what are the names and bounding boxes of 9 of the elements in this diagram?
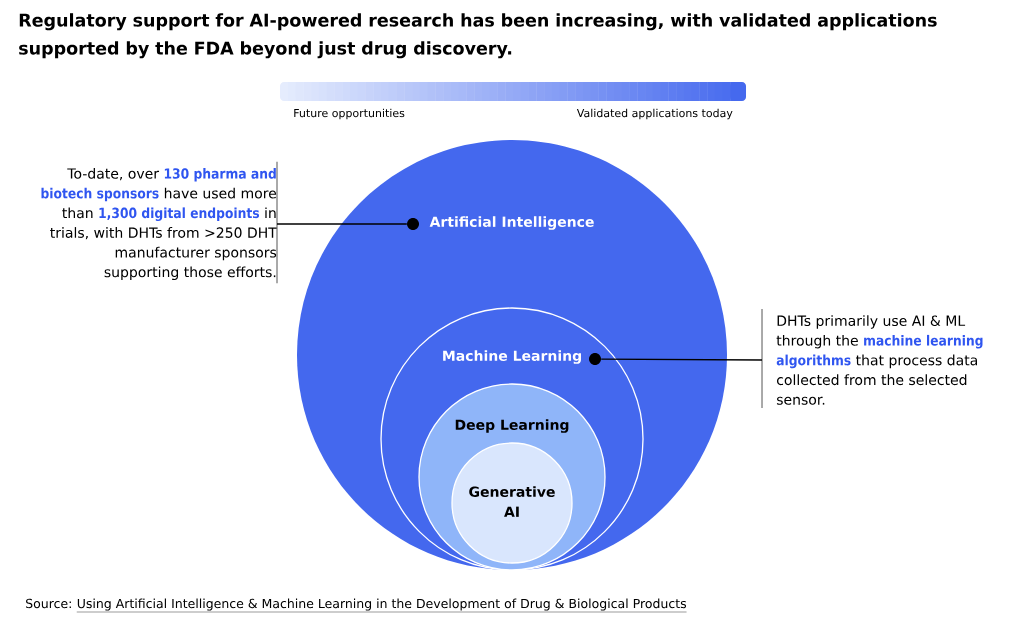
source-link: Using Artificial Intelligence & Machine Learning in the Development of Drug & Biological Products <box>76 598 687 613</box>
callout-text: To-date, over 130 pharma and biotech sponsors have used more than 1,300 digital endpoints in trials, with DHTs from >250 DHT manufacturer sponsors supporting those efforts. <box>41 161 278 284</box>
legend-label: Validated applications today <box>576 108 733 120</box>
source-label: Source: <box>26 598 71 609</box>
legend-label: Future opportunities <box>294 108 405 120</box>
leader-line <box>276 223 408 225</box>
title: Regulatory support for AI-powered research has been increasing, with validated applications supported by the FDA beyond just drug discovery. <box>19 13 937 59</box>
callout-text: DHTs primarily use AI & ML through the machine learning algorithms that process data collected from the selected sensor. <box>761 308 983 409</box>
leader-line <box>600 358 763 361</box>
